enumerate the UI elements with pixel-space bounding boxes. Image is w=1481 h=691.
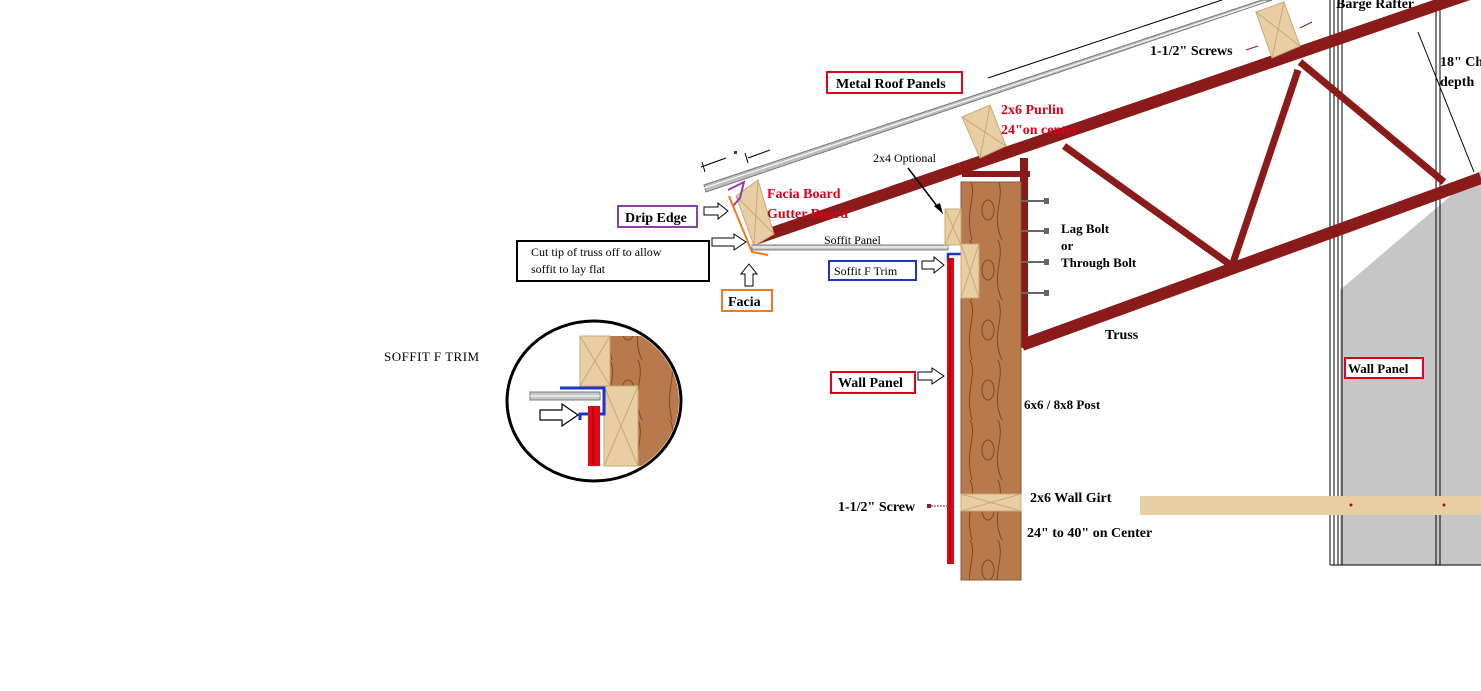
detail-title: SOFFIT F TRIM [384,349,480,364]
chord-depth-label-2: depth [1440,75,1474,90]
drip-edge-box [617,205,698,228]
wall-girt-at-post [960,493,1022,512]
soffit-panel-label: Soffit Panel [824,233,881,247]
metal-roof-panels-label: Metal Roof Panels [836,77,946,92]
wall-girt-board [1140,496,1481,515]
through-bolt-label: Through Bolt [1061,255,1137,270]
wall-panel-left-box [830,371,916,394]
facia-label: Facia [728,295,761,310]
post-label: 6x6 / 8x8 Post [1024,397,1101,412]
cut-tip-label-1: Cut tip of truss off to allow [531,245,662,259]
wall-panel-left-label: Wall Panel [838,376,903,391]
screw-marks [1245,21,1313,51]
or-label: or [1061,238,1074,253]
barge-rafter-label: Barge Rafter [1336,0,1414,12]
soffit-panel [751,244,949,251]
wall-girt-label: 2x6 Wall Girt [1030,491,1112,506]
optional-2x4-label: 2x4 Optional [873,151,937,165]
drip-edge-label: Drip Edge [625,211,687,226]
purlin-label: 2x6 Purlin [1001,103,1064,118]
facia-board [735,179,775,247]
metal-roof-panel [703,0,1273,193]
facia-trim [728,195,769,256]
screws-top-label: 1-1/2" Screws [1150,44,1233,59]
gutter-board-label: Gutter Board [767,207,848,222]
soffit-f-trim-box [828,260,917,281]
lag-bolts [1021,198,1049,296]
screw-bottom-label: 1-1/2" Screw [838,500,916,515]
chord-depth-label-1: 18" Ch [1440,55,1481,70]
lag-bolt-label: Lag Bolt [1061,221,1110,236]
truss-frame [750,0,1481,351]
screw-bottom-mark [927,504,947,508]
optional-arrow [907,167,943,214]
facia-box [721,289,773,312]
wall-panel-right-box [1344,357,1424,379]
optional-2x4-blocks [944,208,980,299]
wall-panel-sheet [947,258,954,564]
metal-roof-panels-box [826,71,963,94]
overhang-dimension [700,149,771,173]
post [960,181,1022,581]
cut-tip-box [516,240,710,282]
girt-spacing-label: 24" to 40" on Center [1027,526,1152,541]
cut-tip-label-2: soffit to lay flat [531,262,606,276]
pointer-arrows [703,201,945,385]
drip-edge-trim [727,180,746,207]
purlin-blocks [961,1,1301,159]
truss-label: Truss [1105,328,1139,343]
facia-board-label: Facia Board [767,187,841,202]
soffit-f-trim-label: Soffit F Trim [834,264,898,278]
detail-callout [505,319,683,483]
wall-panel-right-label: Wall Panel [1348,361,1409,376]
purlin-spacing-label: 24"on center [1001,123,1078,138]
